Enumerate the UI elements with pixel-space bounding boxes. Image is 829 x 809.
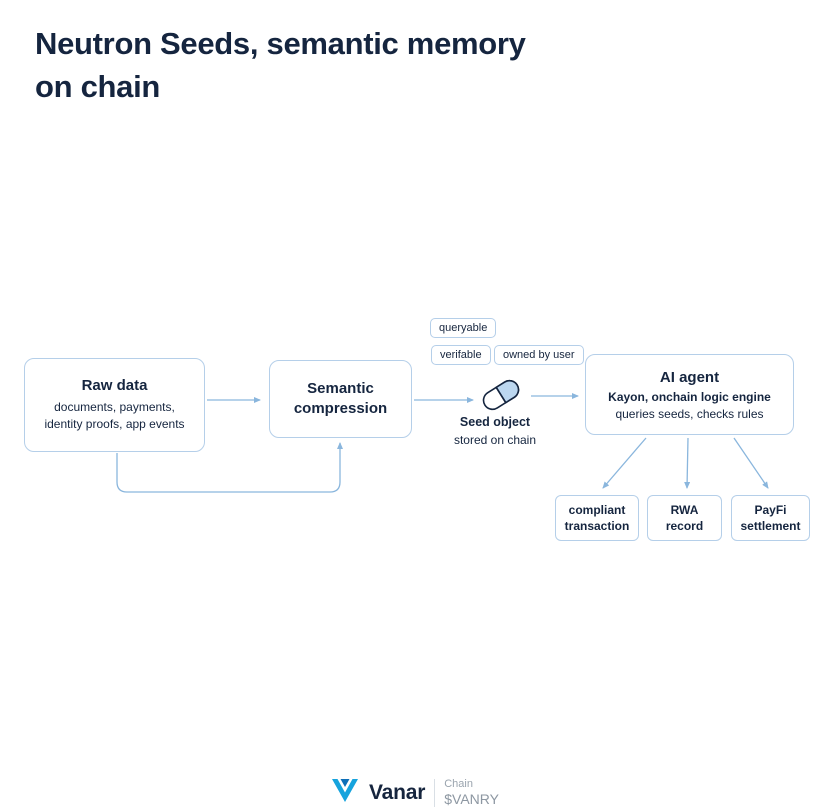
output-box-payfi-settlement: PayFi settlement bbox=[731, 495, 810, 541]
output-box-compliant-transaction: compliant transaction bbox=[555, 495, 639, 541]
raw-data-box: Raw data documents, payments, identity p… bbox=[24, 358, 205, 452]
arrow-aiagent-to-rwa bbox=[684, 437, 691, 489]
arrow-aiagent-to-compliant bbox=[602, 437, 647, 489]
page-title-line2: on chain bbox=[35, 69, 161, 105]
semantic-compression-title: Semantic compression bbox=[293, 379, 388, 417]
page-title-line1: Neutron Seeds, semantic memory bbox=[35, 26, 526, 61]
tag-verifable: verifable bbox=[431, 345, 491, 365]
ai-agent-title: AI agent bbox=[659, 368, 720, 386]
footer-divider bbox=[434, 779, 436, 807]
tag-owned-by-user: owned by user bbox=[494, 345, 584, 365]
seed-object-sublabel: stored on chain bbox=[453, 432, 537, 447]
page-title: Neutron Seeds, semantic memory on chain bbox=[35, 22, 715, 109]
tag-queryable: queryable bbox=[430, 318, 497, 338]
ai-agent-subtitle: Kayon, onchain logic engine bbox=[608, 389, 771, 404]
chain-label: Chain bbox=[444, 778, 473, 790]
arrow-aiagent-to-payfi bbox=[733, 437, 769, 489]
ai-agent-description: queries seeds, checks rules bbox=[615, 406, 764, 421]
output-box-rwa-record: RWA record bbox=[647, 495, 722, 541]
vanar-logo-icon bbox=[330, 777, 360, 809]
ticker-symbol: $VANRY bbox=[444, 791, 499, 808]
seed-object-title: Seed object bbox=[459, 415, 531, 429]
seed-capsule-icon bbox=[477, 374, 525, 421]
ai-agent-box: AI agent Kayon, onchain logic engine que… bbox=[585, 354, 794, 435]
semantic-compression-box: Semantic compression bbox=[269, 360, 412, 438]
brand-name: Vanar bbox=[369, 781, 426, 804]
footer-ticker-column: Chain $VANRY bbox=[444, 778, 499, 808]
raw-data-title: Raw data bbox=[81, 377, 148, 395]
footer: Vanar Chain $VANRY bbox=[0, 777, 829, 809]
seed-object-label: Seed object stored on chain bbox=[440, 414, 550, 448]
raw-data-subtitle: documents, payments, identity proofs, ap… bbox=[44, 400, 185, 431]
